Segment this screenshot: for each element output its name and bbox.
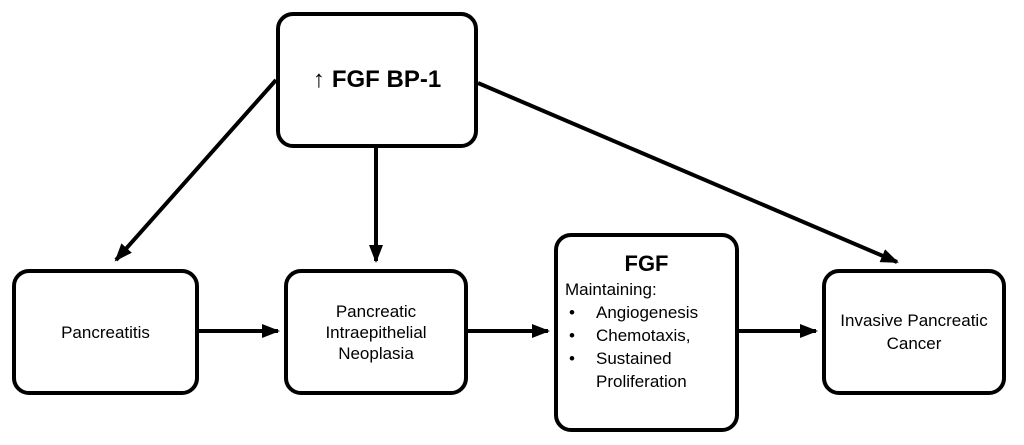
node-invasive-pancreatic-cancer: Invasive Pancreatic Cancer <box>822 269 1006 395</box>
node-label-line: Intraepithelial <box>325 322 427 342</box>
node-label-line: Cancer <box>886 334 942 353</box>
node-pancreatitis: Pancreatitis <box>12 269 199 395</box>
node-label: FGF BP-1 <box>331 66 442 93</box>
list-item-label: Chemotaxis, <box>596 326 691 345</box>
node-title: FGF <box>624 251 669 276</box>
node-label-line: Pancreatic <box>335 301 417 321</box>
list-item: • Sustained Proliferation <box>565 347 731 393</box>
node-fgf-bp1-label: ↑FGF BP-1 <box>313 66 441 94</box>
list-item-label: Sustained Proliferation <box>596 349 687 391</box>
node-fgf-bp1: ↑FGF BP-1 <box>276 12 478 148</box>
list-item: • Angiogenesis <box>565 301 731 324</box>
list-item-label: Angiogenesis <box>596 303 699 322</box>
fgf-subtitle: Maintaining: <box>565 280 657 299</box>
bullet-icon: • <box>569 326 575 345</box>
bullet-icon: • <box>569 303 575 322</box>
node-label: Pancreatitis <box>61 322 150 342</box>
up-arrow-icon: ↑ <box>312 66 325 93</box>
bullet-icon: • <box>569 349 575 368</box>
node-fgf: FGF Maintaining: • Angiogenesis • Chemot… <box>554 233 739 432</box>
list-item: • Chemotaxis, <box>565 324 731 347</box>
edge-fgfbp1-to-pancreatitis-arrow <box>114 78 278 262</box>
node-label-line: Neoplasia <box>338 343 414 363</box>
node-label-line: Invasive Pancreatic <box>840 311 988 330</box>
node-pancreatic-intraepithelial-neoplasia: Pancreatic Intraepithelial Neoplasia <box>284 269 468 395</box>
edge-fgfbp1-to-invasive-arrow <box>477 81 899 264</box>
fgf-bullet-list: • Angiogenesis • Chemotaxis, • Sustained… <box>565 301 731 393</box>
node-fgf-body: Maintaining: • Angiogenesis • Chemotaxis… <box>558 278 735 393</box>
